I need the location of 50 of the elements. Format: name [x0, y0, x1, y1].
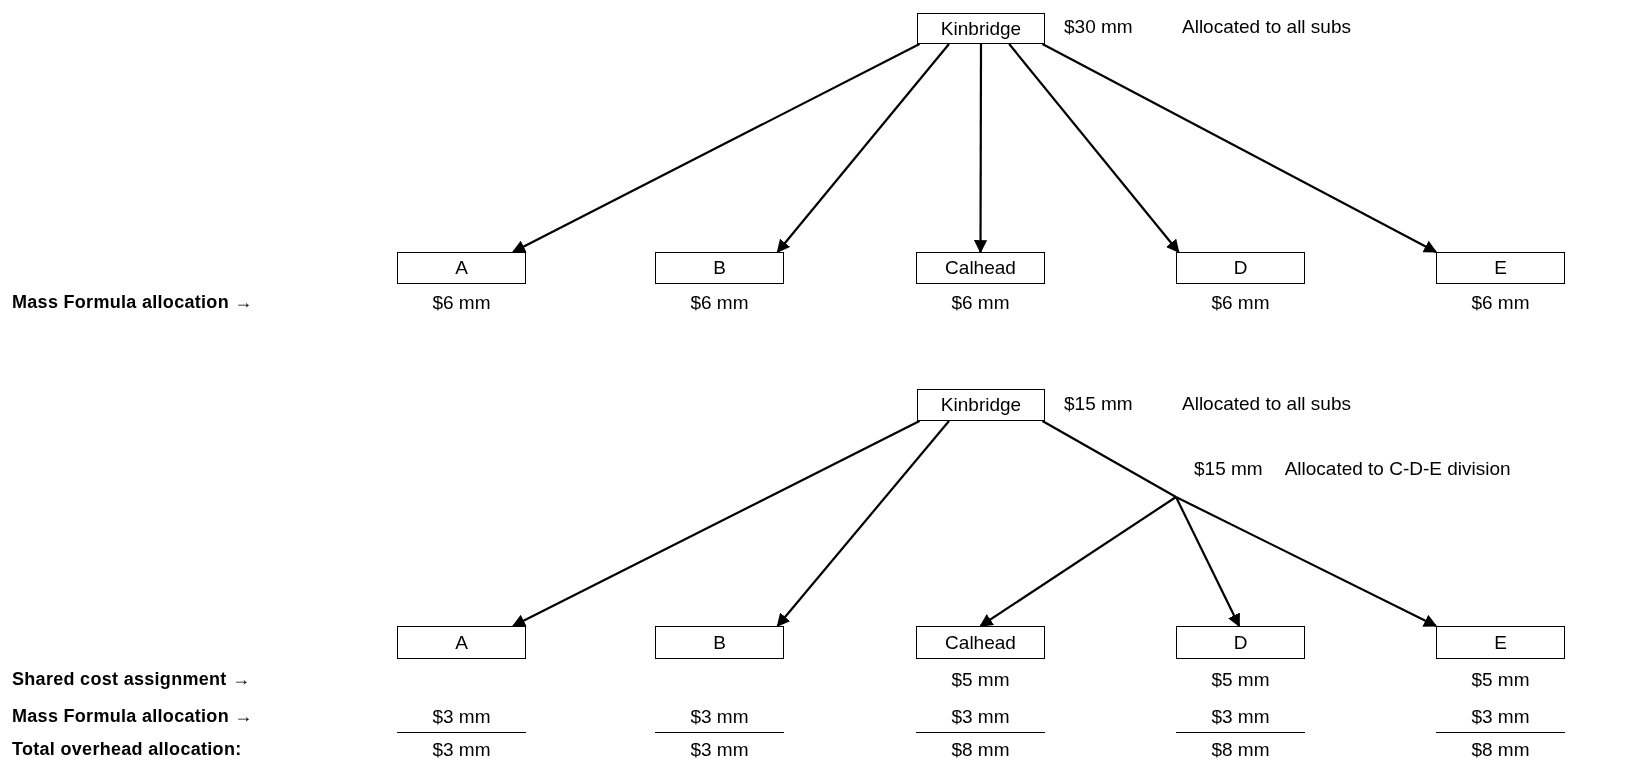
amount-text: $3 mm — [689, 738, 750, 762]
amount-text: $3 mm — [431, 738, 492, 762]
amount-text: $5 mm — [950, 668, 1011, 692]
arrow — [1008, 43, 1180, 253]
arrow — [511, 43, 921, 253]
entity-box: D — [1176, 252, 1305, 284]
entity-box: B — [655, 252, 784, 284]
entity-box: Kinbridge — [917, 13, 1045, 44]
amount-text: $3 mm — [1470, 705, 1531, 729]
entity-box: Kinbridge — [917, 389, 1045, 421]
entity-box: Calhead — [916, 626, 1045, 659]
note-text: Allocated to C-D-E division — [1284, 458, 1511, 480]
amount-text: $8 mm — [1210, 738, 1271, 762]
amount-text: $8 mm — [1470, 738, 1531, 762]
entity-box: A — [397, 252, 526, 284]
note-text: Allocated to all subs — [1182, 16, 1351, 38]
entity-box: Calhead — [916, 252, 1045, 284]
note-text: Allocated to all subs — [1182, 393, 1351, 415]
row-label: Shared cost assignment → — [12, 669, 251, 690]
arrow — [511, 420, 921, 627]
row-label: Mass Formula allocation → — [12, 706, 253, 727]
arrow — [1175, 496, 1438, 627]
amount-text: $3 mm — [431, 705, 492, 729]
amount-text: $3 mm — [689, 705, 750, 729]
amount-text: $5 mm — [1470, 668, 1531, 692]
row-label: Total overhead allocation: — [12, 739, 242, 760]
amount-text: $3 mm — [1210, 705, 1271, 729]
arrow — [776, 43, 950, 253]
amount-text: $15 mm — [1194, 458, 1263, 480]
amount-text: $8 mm — [950, 738, 1011, 762]
arrow — [1041, 43, 1438, 253]
amount-text: $3 mm — [950, 705, 1011, 729]
entity-box: E — [1436, 252, 1565, 284]
entity-box: B — [655, 626, 784, 659]
amount-text: $6 mm — [1210, 291, 1271, 315]
entity-box: D — [1176, 626, 1305, 659]
entity-box: A — [397, 626, 526, 659]
amount-text: $5 mm — [1210, 668, 1271, 692]
arrow — [973, 44, 988, 254]
amount-text: $6 mm — [950, 291, 1011, 315]
amount-text: $6 mm — [1470, 291, 1531, 315]
arrow — [979, 496, 1177, 627]
amount-text: $6 mm — [689, 291, 750, 315]
amount-text: $15 mm — [1064, 393, 1133, 415]
entity-box: E — [1436, 626, 1565, 659]
arrow — [776, 420, 950, 627]
arrow — [1175, 496, 1241, 628]
amount-text: $6 mm — [431, 291, 492, 315]
row-label: Mass Formula allocation → — [12, 292, 253, 313]
amount-text: $30 mm — [1064, 16, 1133, 38]
